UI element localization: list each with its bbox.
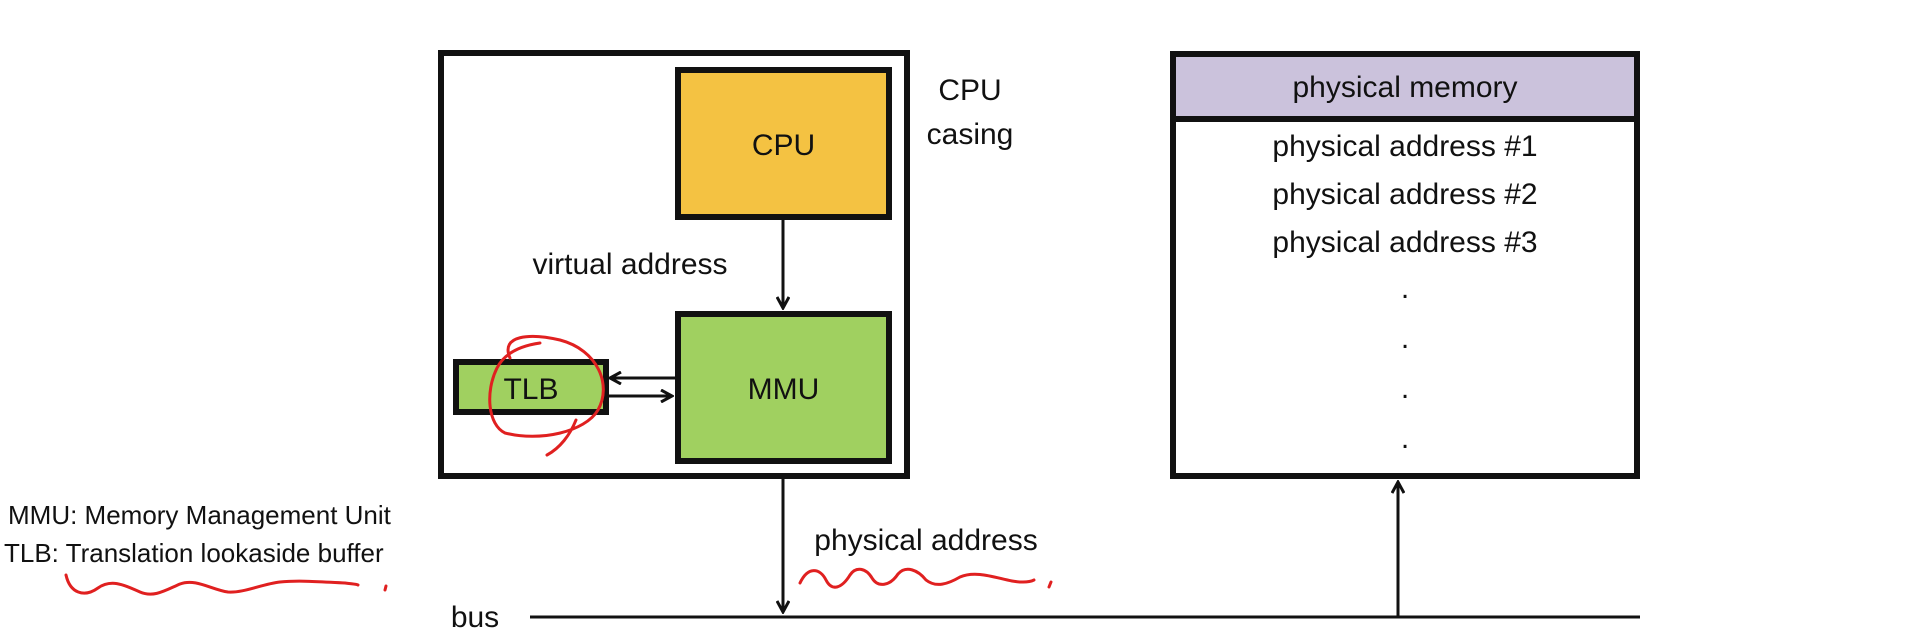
memory-row-1: physical address #1 — [1272, 130, 1537, 163]
mmu-label: MMU — [748, 373, 820, 406]
memory-ellipsis-1: . — [1401, 272, 1409, 305]
memory-ellipsis-2: . — [1401, 322, 1409, 355]
physical-memory-title: physical memory — [1292, 71, 1517, 104]
legend-mmu: MMU: Memory Management Unit — [8, 500, 392, 530]
memory-row-3: physical address #3 — [1272, 226, 1537, 259]
memory-row-2: physical address #2 — [1272, 178, 1537, 211]
physical-memory-header — [1173, 54, 1637, 119]
memory-ellipsis-4: . — [1401, 422, 1409, 455]
memory-ellipsis-3: . — [1401, 372, 1409, 405]
virtual-address-label: virtual address — [532, 248, 727, 281]
tlb-legend-underline-annotation — [64, 573, 388, 596]
cpu-casing-box — [438, 50, 910, 479]
cpu-label: CPU — [752, 129, 815, 162]
tlb-label: TLB — [503, 373, 558, 406]
physical-address-label: physical address — [814, 524, 1037, 557]
legend-tlb: TLB: Translation lookaside buffer — [4, 538, 384, 568]
cpu-casing-label-line1: CPU — [938, 74, 1001, 107]
physical-address-underline-annotation — [798, 567, 1053, 589]
cpu-casing-label-line2: casing — [927, 118, 1014, 151]
bus-label: bus — [451, 601, 499, 631]
mmu-box — [675, 311, 892, 464]
tlb-circle-annotation — [488, 334, 605, 457]
tlb-box — [453, 359, 609, 415]
physical-memory-box — [1170, 51, 1640, 479]
